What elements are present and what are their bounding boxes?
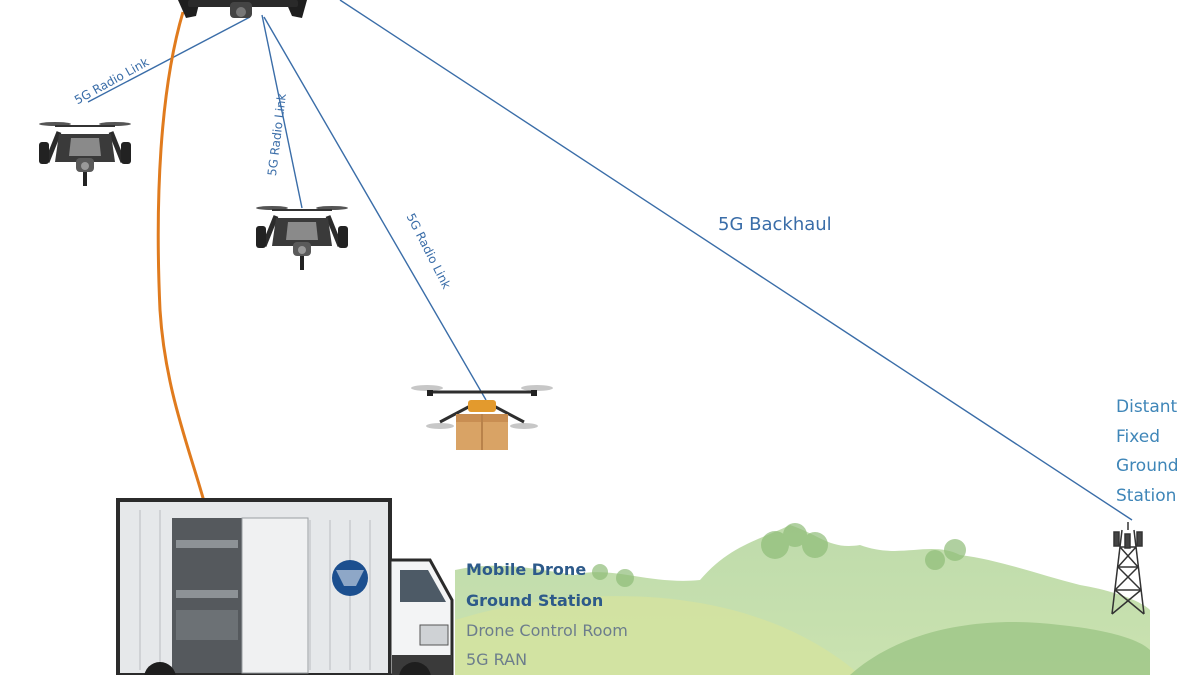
- cell-tower: [1111, 522, 1145, 615]
- mobile-station-title-line1: Mobile Drone: [466, 560, 587, 579]
- quadcopter-drone-2: [256, 206, 348, 270]
- radio-link-line-1: [87, 16, 251, 103]
- quadcopter-drone-1: [39, 122, 131, 186]
- mobile-ground-station-truck: [116, 498, 454, 675]
- delivery-drone: [411, 385, 553, 450]
- mobile-station-title-line2: Ground Station: [466, 591, 604, 610]
- backhaul-link-line: [339, 0, 1133, 521]
- mobile-station-subtitle-line1: Drone Control Room: [466, 621, 628, 640]
- tethered-drone: [178, 0, 307, 18]
- radio-link-line-2: [261, 14, 303, 209]
- radio-link-line-3: [263, 16, 487, 401]
- mobile-station-subtitle-line2: 5G RAN: [466, 650, 528, 669]
- link-lines: [87, 0, 1133, 521]
- backhaul-label: 5G Backhaul: [718, 214, 832, 235]
- tether-cable: [156, 11, 207, 506]
- ground-station-label: Distant Fixed Ground Station: [1116, 397, 1179, 506]
- landscape-hills: [455, 523, 1150, 675]
